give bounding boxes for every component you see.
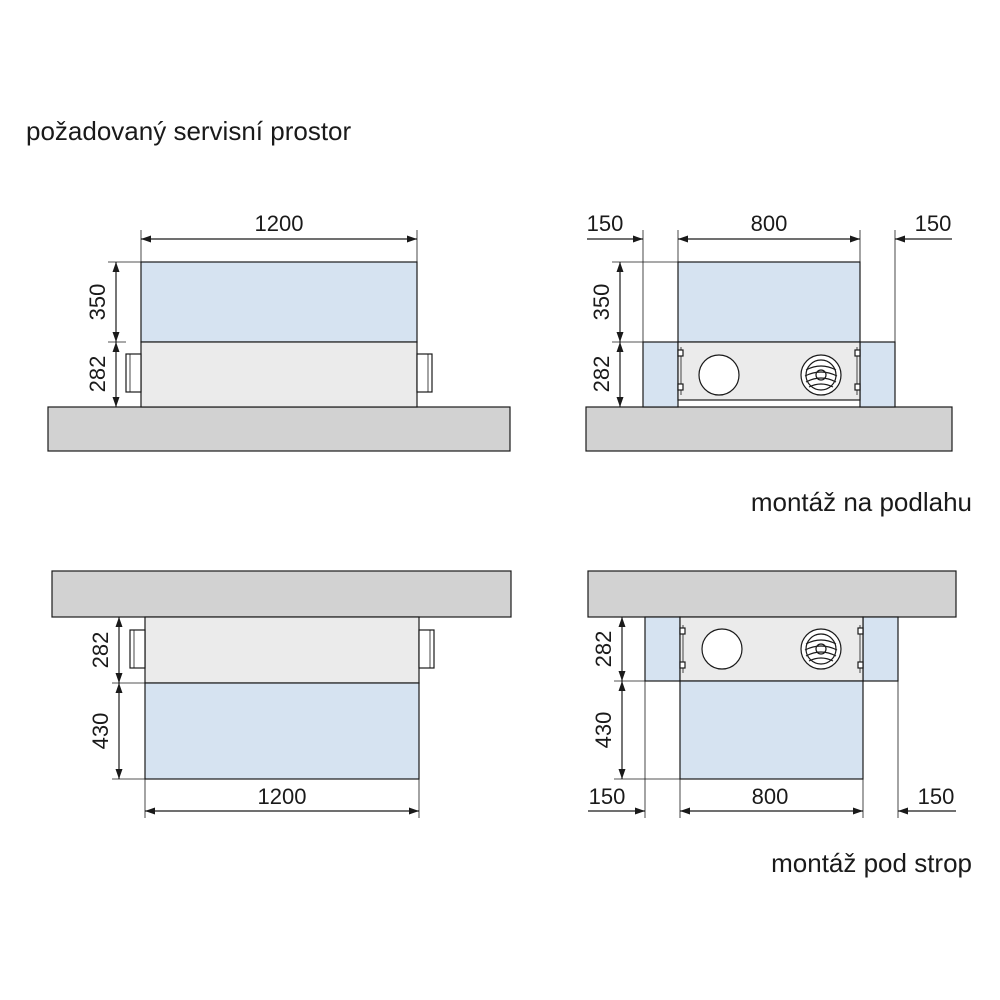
dim-width: 800 bbox=[751, 211, 788, 236]
duct-opening-icon bbox=[701, 628, 743, 670]
caption-floor-mounting: montáž na podlahu bbox=[751, 487, 972, 517]
dim-unit-height: 282 bbox=[589, 356, 614, 393]
connector-right bbox=[418, 629, 435, 669]
dim-width: 1200 bbox=[255, 211, 304, 236]
dim-service-height: 350 bbox=[85, 284, 110, 321]
floor-front-view: 800 150 150 350 282 bbox=[585, 211, 953, 452]
floor-side-view: 1200 350 282 bbox=[47, 211, 511, 452]
dim-unit-height: 282 bbox=[88, 632, 113, 669]
connector-left bbox=[125, 353, 142, 393]
dim-service-height: 350 bbox=[589, 284, 614, 321]
service-space-below bbox=[144, 682, 420, 780]
dim-right-clearance: 150 bbox=[918, 784, 955, 809]
fan-icon bbox=[800, 628, 842, 670]
ceiling-side-view: 282 430 1200 bbox=[51, 570, 512, 818]
connector-left bbox=[129, 629, 146, 669]
service-space-left bbox=[642, 341, 679, 408]
dim-service-height: 430 bbox=[88, 713, 113, 750]
diagram-title: požadovaný servisní prostor bbox=[26, 116, 352, 146]
dim-unit-height: 282 bbox=[85, 356, 110, 393]
service-space-left bbox=[644, 616, 681, 682]
caption-ceiling-mounting: montáž pod strop bbox=[771, 848, 972, 878]
dim-width: 800 bbox=[752, 784, 789, 809]
dim-unit-height: 282 bbox=[591, 631, 616, 668]
dim-left-clearance: 150 bbox=[587, 211, 624, 236]
unit-body bbox=[140, 341, 418, 408]
dim-left-clearance: 150 bbox=[589, 784, 626, 809]
service-space-right bbox=[862, 616, 899, 682]
service-space-below bbox=[679, 680, 864, 780]
service-space-above bbox=[140, 261, 418, 343]
ceiling-front-view: 282 430 800 150 150 bbox=[587, 570, 957, 818]
dim-service-height: 430 bbox=[591, 712, 616, 749]
ceiling-slab bbox=[51, 570, 512, 618]
floor-slab bbox=[47, 406, 511, 452]
fan-icon bbox=[800, 354, 842, 396]
connector-right bbox=[416, 353, 433, 393]
service-space-right bbox=[859, 341, 896, 408]
dim-width: 1200 bbox=[258, 784, 307, 809]
unit-body bbox=[144, 616, 420, 684]
ceiling-slab bbox=[587, 570, 957, 618]
floor-slab bbox=[585, 406, 953, 452]
duct-opening-icon bbox=[698, 354, 740, 396]
dim-right-clearance: 150 bbox=[915, 211, 952, 236]
service-space-above bbox=[677, 261, 861, 343]
